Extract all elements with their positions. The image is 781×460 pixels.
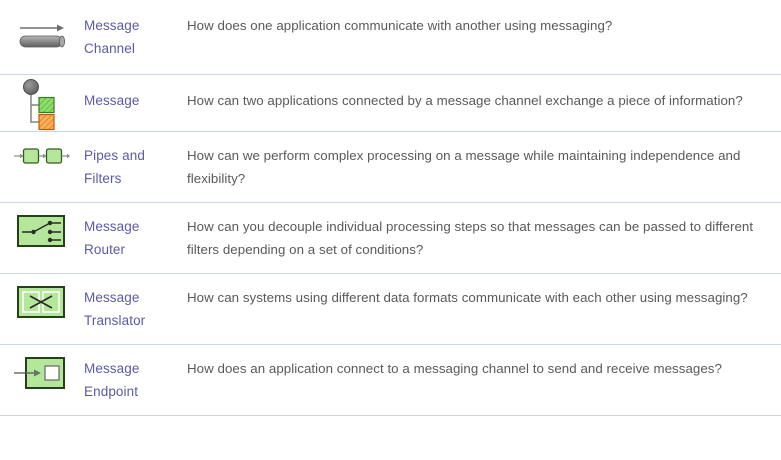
pattern-name-line1: Message <box>84 18 140 33</box>
pattern-description-cell: How can systems using different data for… <box>187 274 781 345</box>
pattern-description: How can we perform complex processing on… <box>187 148 741 186</box>
pattern-link-message-channel[interactable]: Message Channel <box>84 14 179 60</box>
table-row: Message Endpoint How does an application… <box>0 345 781 416</box>
pattern-name-line2: Router <box>84 242 126 257</box>
pattern-description-cell: How can two applications connected by a … <box>187 75 781 132</box>
pattern-icon-cell <box>0 0 84 75</box>
message-router-icon <box>12 210 72 266</box>
pattern-name-line1: Message <box>84 93 140 108</box>
pattern-link-message-endpoint[interactable]: Message Endpoint <box>84 357 179 403</box>
table-row: Message How can two applications connect… <box>0 75 781 132</box>
pattern-description-cell: How can you decouple individual processi… <box>187 203 781 274</box>
pattern-name-cell: Message Translator <box>84 274 187 345</box>
pattern-icon-cell <box>0 75 84 132</box>
message-icon <box>12 75 72 131</box>
pattern-description-cell: How does one application communicate wit… <box>187 0 781 75</box>
pattern-description: How can you decouple individual processi… <box>187 219 754 257</box>
pattern-icon-cell <box>0 132 84 203</box>
pattern-description-cell: How can we perform complex processing on… <box>187 132 781 203</box>
pattern-icon-cell <box>0 203 84 274</box>
pattern-name-line2: Translator <box>84 313 146 328</box>
pattern-name-line1: Message <box>84 290 140 305</box>
pattern-description: How does one application communicate wit… <box>187 18 613 33</box>
pipes-and-filters-icon <box>12 139 72 195</box>
pattern-link-pipes-and-filters[interactable]: Pipes and Filters <box>84 144 179 190</box>
pattern-name-cell: Pipes and Filters <box>84 132 187 203</box>
table-row: Message Translator How can systems using… <box>0 274 781 345</box>
table-row: Message Router How can you decouple indi… <box>0 203 781 274</box>
message-endpoint-icon <box>12 352 72 408</box>
pattern-description: How can systems using different data for… <box>187 290 748 305</box>
message-channel-icon <box>12 9 72 65</box>
pattern-name-line1: Message <box>84 219 140 234</box>
pattern-link-message[interactable]: Message <box>84 89 179 112</box>
pattern-name-line2: Endpoint <box>84 384 139 399</box>
pattern-name-cell: Message Endpoint <box>84 345 187 416</box>
pattern-description-cell: How does an application connect to a mes… <box>187 345 781 416</box>
pattern-name-cell: Message <box>84 75 187 132</box>
pattern-name-line2: Filters <box>84 171 122 186</box>
pattern-link-message-translator[interactable]: Message Translator <box>84 286 179 332</box>
table-row: Message Channel How does one application… <box>0 0 781 75</box>
messaging-patterns-table: Message Channel How does one application… <box>0 0 781 416</box>
pattern-name-cell: Message Channel <box>84 0 187 75</box>
pattern-name-cell: Message Router <box>84 203 187 274</box>
pattern-description: How does an application connect to a mes… <box>187 361 722 376</box>
pattern-link-message-router[interactable]: Message Router <box>84 215 179 261</box>
pattern-name-line2: Channel <box>84 41 135 56</box>
pattern-icon-cell <box>0 345 84 416</box>
pattern-icon-cell <box>0 274 84 345</box>
table-row: Pipes and Filters How can we perform com… <box>0 132 781 203</box>
pattern-description: How can two applications connected by a … <box>187 93 743 108</box>
pattern-name-line1: Pipes and <box>84 148 145 163</box>
message-translator-icon <box>12 281 72 337</box>
pattern-name-line1: Message <box>84 361 140 376</box>
